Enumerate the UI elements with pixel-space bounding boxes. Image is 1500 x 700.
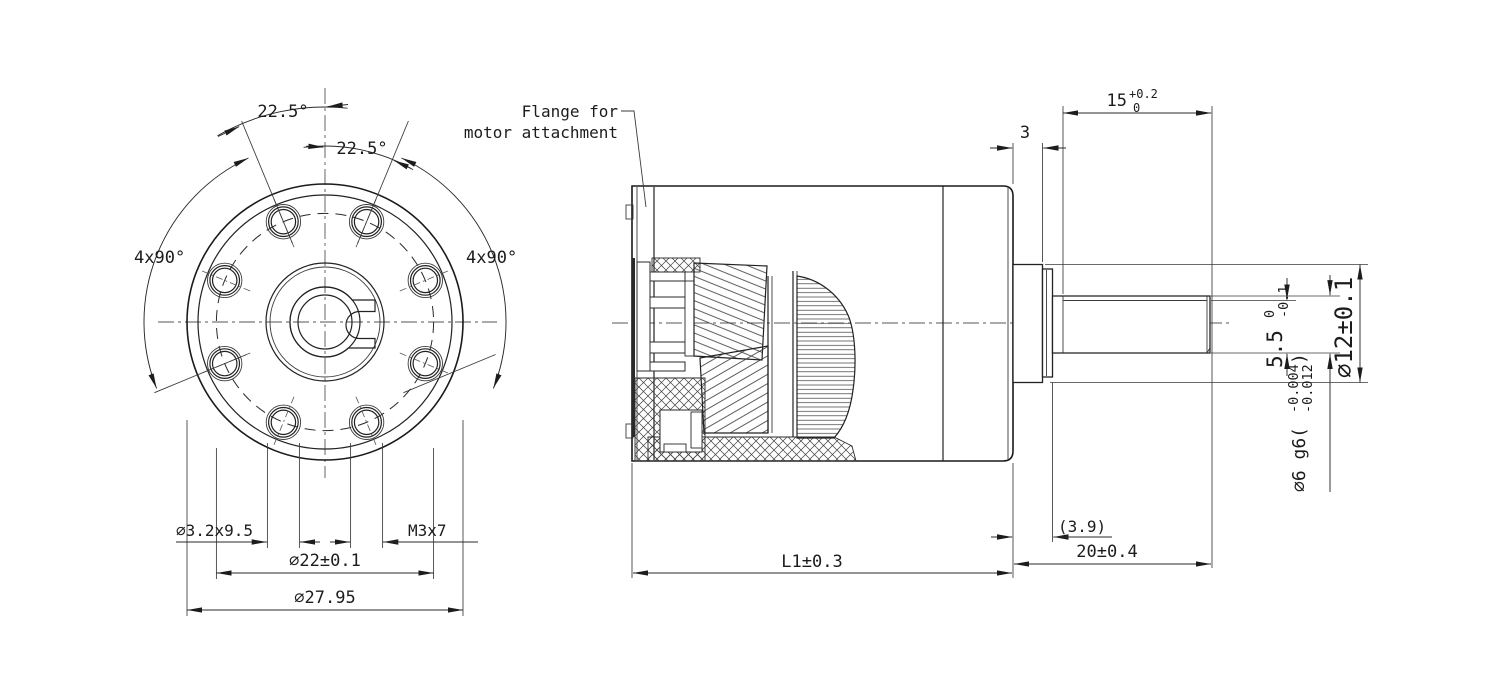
flange-note-text-2: motor attachment: [464, 123, 618, 142]
shaft-length-label: 20±0.4: [1076, 542, 1137, 562]
dim-cbore-hole: ∅3.2x9.5: [176, 521, 320, 545]
dim-angle-2: 22.5°: [303, 139, 414, 171]
dim-pattern-left: 4x90°: [134, 157, 249, 389]
angle-dim-label-2: 22.5°: [336, 139, 387, 159]
dim-thread-hole: M3x7: [330, 521, 478, 545]
side-extension-lines: [631, 106, 1368, 578]
pattern-dim-label-right: 4x90°: [466, 248, 517, 268]
pinion-spacer: [684, 280, 695, 357]
flat-height-tol-lower: -0.1: [1276, 285, 1292, 318]
flange-tab-top: [625, 204, 634, 220]
shaft-hole-circle: [297, 294, 353, 350]
outer-diameter-label: ∅27.95: [294, 588, 355, 608]
flange-front-view: 22.5° 22.5° 4x90° 4x90°: [134, 88, 517, 616]
dim-bolt-circle: ∅22±0.1: [216, 551, 434, 576]
mounting-hole: [265, 396, 302, 448]
dim-pattern-right: 4x90°: [401, 157, 517, 389]
hatch-top-block: [651, 257, 701, 273]
output-shaft-assembly: [1012, 263, 1211, 384]
output-boss-diameter-label: ∅12±0.1: [1330, 277, 1358, 378]
shaft-diameter-tol-lower: -0.012: [1300, 364, 1316, 413]
boss-circle-outer: [265, 262, 385, 382]
shaft-flat-length-tol-lower: 0: [1133, 101, 1140, 115]
gearbox-cross-section: [634, 257, 857, 462]
bolt-circle-label: ∅22±0.1: [289, 551, 361, 571]
angle-ext-line-right: [357, 120, 409, 244]
output-boss: [1012, 263, 1044, 384]
helical-gear-lower: [699, 345, 769, 434]
motor-body-outline: [631, 185, 1014, 462]
shaft-diameter-label-close: ): [1289, 353, 1310, 364]
shaft-chamfer-diagonal: [1206, 346, 1211, 354]
bearing-pocket-step: [663, 443, 687, 453]
dim-boss-ref: (3.9): [991, 517, 1112, 540]
armature-bell: [796, 275, 856, 439]
dim-angle-1: 22.5°: [217, 102, 349, 137]
mounting-hole: [348, 396, 385, 448]
dim-boss-width: 3: [990, 123, 1066, 151]
dim-output-boss-diameter: ∅12±0.1: [1330, 264, 1363, 383]
pattern-ext-line-left: [154, 354, 247, 394]
boss-ref-label: (3.9): [1058, 517, 1106, 536]
dim-shaft-length: 20±0.4: [1013, 542, 1212, 567]
boss-width-label: 3: [1020, 123, 1030, 143]
shaft-washer: [1041, 268, 1054, 378]
flange-note-text-1: Flange for: [522, 102, 619, 121]
motor-mount-comb: [636, 261, 686, 372]
pattern-dim-label-left: 4x90°: [134, 248, 185, 268]
angle-dim-label-1: 22.5°: [257, 102, 308, 122]
flat-height-tol-upper: 0: [1262, 310, 1278, 318]
cbore-hole-label: ∅3.2x9.5: [176, 521, 253, 540]
shaft-diameter-label: ∅6 g6(: [1289, 427, 1310, 492]
dim-flat-height: 5.5 0 -0.1: [1262, 278, 1292, 376]
gear-plate-stack: [767, 271, 798, 437]
flat-height-label: 5.5: [1263, 330, 1287, 368]
flange-note-leader: [621, 110, 647, 208]
gearmotor-side-view: Flange for motor attachment 3: [464, 87, 1368, 578]
dim-shaft-diameter: ∅6 g6( -0.004 -0.012 ): [1286, 275, 1333, 492]
dim-outer-diameter: ∅27.95: [186, 588, 464, 613]
front-extension-lines: [186, 420, 464, 616]
body-length-label: L1±0.3: [781, 552, 842, 572]
flange-note: Flange for motor attachment: [464, 102, 647, 208]
shaft-diameter-tol-upper: -0.004: [1286, 364, 1302, 413]
angle-ext-line-left: [241, 120, 293, 244]
thread-hole-label: M3x7: [408, 521, 447, 540]
output-hub: [265, 262, 385, 382]
boss-circle-inner: [269, 266, 381, 378]
dim-shaft-flat-length: 15 +0.2 0: [1062, 87, 1212, 116]
shaft-flat-length-tol-upper: +0.2: [1129, 87, 1158, 101]
output-shaft: [1051, 295, 1211, 354]
dim-body-length: L1±0.3: [632, 552, 1013, 576]
helical-gear-upper: [693, 262, 768, 361]
shaft-flat-length-label: 15: [1107, 91, 1127, 111]
bearing-inner-ring: [690, 411, 703, 449]
retaining-clip-contour: [289, 286, 376, 358]
